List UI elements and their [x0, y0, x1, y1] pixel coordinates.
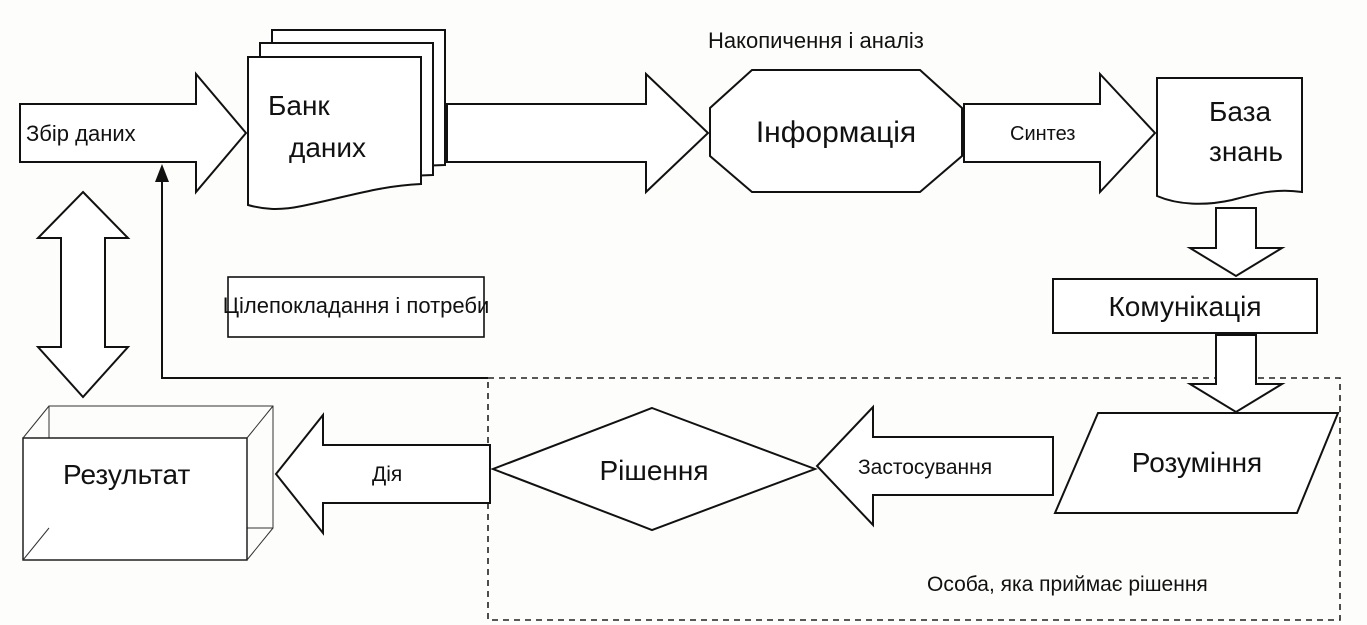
decision-label: Рішення [599, 455, 708, 486]
action-arrow [274, 412, 491, 536]
decision-maker-region [487, 377, 1341, 621]
decision-node [490, 406, 818, 532]
result-node [22, 405, 274, 561]
understanding-node [1053, 412, 1340, 514]
result-label: Результат [63, 459, 191, 490]
collect-result-double-arrow [35, 190, 131, 399]
goals-needs-label: Цілепокладання і потреби [223, 293, 490, 318]
communication-node [1052, 278, 1318, 334]
knowledge-base-node [1156, 77, 1303, 205]
information-node [709, 69, 963, 193]
collect-data-arrow [19, 71, 248, 195]
collect-data-label: Збір даних [26, 121, 136, 146]
application-label: Застосування [858, 456, 992, 479]
knowledge-base-label-line2: знань [1209, 136, 1283, 167]
communication-to-understanding-arrow [1186, 334, 1286, 414]
kb-to-communication-arrow [1186, 207, 1286, 278]
data-bank-label-line2: даних [289, 132, 366, 163]
synthesis-arrow [963, 71, 1157, 195]
knowledge-base-label-line1: База [1209, 96, 1271, 127]
goals-needs-box [227, 276, 485, 338]
accumulation-analysis-label: Накопичення і аналіз [708, 28, 924, 53]
feedback-line [161, 178, 488, 379]
understanding-label: Розуміння [1132, 447, 1262, 478]
feedback-arrowhead [155, 164, 169, 182]
action-label: Дія [372, 463, 402, 486]
data-bank-label-line1: Банк [268, 90, 330, 121]
bank-to-information-arrow [446, 71, 710, 195]
application-arrow [815, 404, 1054, 528]
synthesis-label: Синтез [1010, 123, 1075, 145]
information-label: Інформація [756, 116, 916, 149]
communication-label: Комунікація [1109, 291, 1262, 322]
data-bank-front-sheet [247, 56, 422, 210]
decision-maker-label: Особа, яка приймає рішення [927, 573, 1208, 596]
